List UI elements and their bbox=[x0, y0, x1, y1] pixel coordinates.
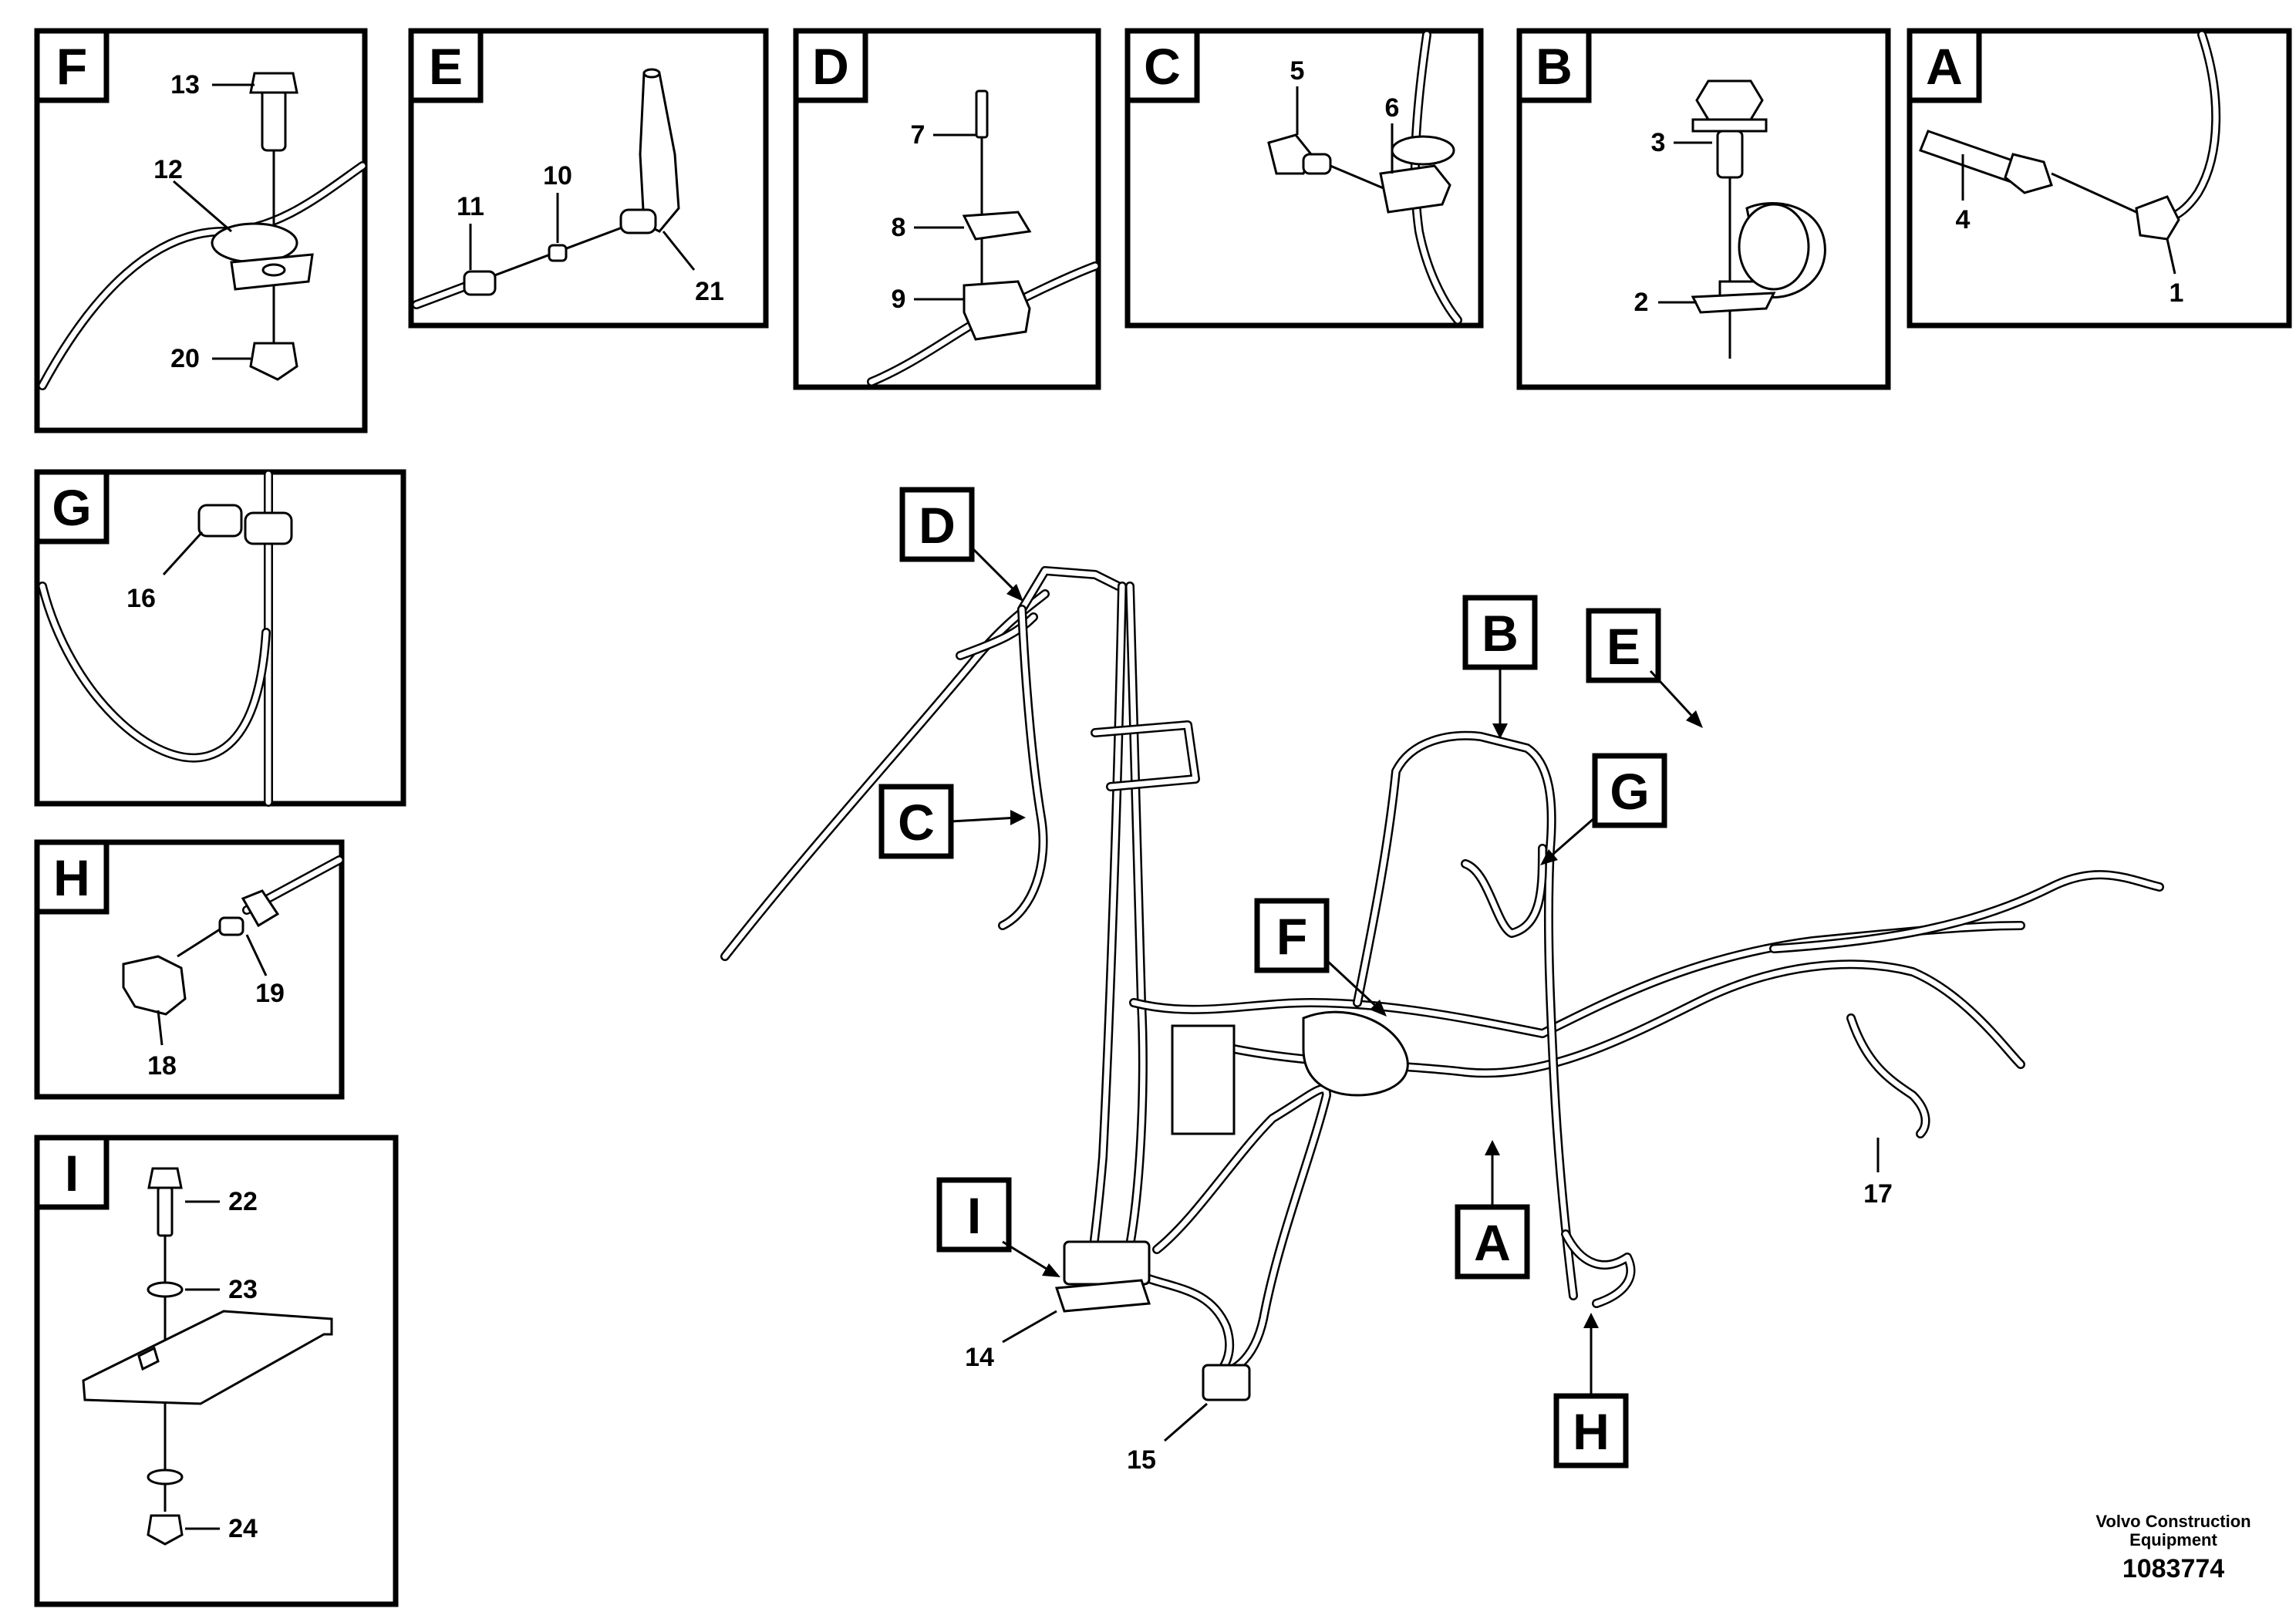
svg-text:G: G bbox=[1610, 763, 1649, 820]
panel-g-letter: G bbox=[52, 479, 91, 536]
detail-panel-b: B 3 2 bbox=[1516, 28, 1891, 390]
callout-g: G bbox=[1540, 753, 1667, 865]
part-13: 13 bbox=[170, 70, 200, 99]
svg-text:C: C bbox=[898, 794, 935, 851]
panel-e-letter: E bbox=[429, 38, 463, 95]
panel-f-letter: F bbox=[56, 38, 87, 95]
part-3: 3 bbox=[1651, 128, 1666, 157]
callout-d: D bbox=[899, 487, 1023, 602]
part-5: 5 bbox=[1290, 56, 1305, 86]
svg-text:E: E bbox=[1607, 618, 1640, 675]
callout-i: I bbox=[936, 1177, 1060, 1277]
part-11: 11 bbox=[457, 192, 484, 221]
part-1: 1 bbox=[2170, 278, 2184, 308]
svg-text:I: I bbox=[967, 1187, 981, 1244]
company-line-1: Volvo Construction bbox=[2095, 1512, 2250, 1531]
panel-b-letter: B bbox=[1536, 38, 1573, 95]
part-19: 19 bbox=[255, 979, 285, 1008]
panel-c-letter: C bbox=[1144, 38, 1181, 95]
callout-c: C bbox=[878, 784, 1026, 859]
detail-panel-d: D 7 8 9 bbox=[793, 28, 1101, 390]
main-part-labels: 14 15 17 bbox=[965, 1138, 1893, 1475]
part-14: 14 bbox=[965, 1343, 994, 1372]
svg-text:H: H bbox=[1573, 1403, 1610, 1460]
panel-h-letter: H bbox=[53, 849, 90, 906]
svg-text:F: F bbox=[1276, 908, 1307, 965]
panel-a-letter: A bbox=[1926, 38, 1963, 95]
callout-e: E bbox=[1586, 608, 1703, 728]
part-16: 16 bbox=[126, 584, 156, 613]
svg-text:A: A bbox=[1474, 1214, 1511, 1271]
detail-panel-g: G 16 bbox=[34, 469, 406, 807]
footer: Volvo Construction Equipment 1083774 bbox=[2095, 1512, 2250, 1583]
panel-i-letter: I bbox=[65, 1145, 79, 1202]
panel-d-letter: D bbox=[812, 38, 849, 95]
detail-panel-a: A 4 1 bbox=[1907, 28, 2292, 329]
detail-panel-i: I 22 23 24 bbox=[34, 1135, 399, 1607]
part-7: 7 bbox=[911, 120, 925, 150]
part-8: 8 bbox=[892, 213, 906, 242]
svg-text:D: D bbox=[919, 497, 956, 554]
part-12: 12 bbox=[153, 155, 183, 184]
detail-panel-e: E 11 10 21 bbox=[408, 28, 769, 329]
part-9: 9 bbox=[892, 285, 906, 314]
drawing-number: 1083774 bbox=[2122, 1554, 2224, 1583]
part-17: 17 bbox=[1863, 1179, 1893, 1209]
part-22: 22 bbox=[228, 1187, 258, 1216]
callout-h: H bbox=[1553, 1313, 1629, 1469]
detail-panel-f: F 13 12 20 bbox=[34, 28, 368, 433]
callout-b: B bbox=[1462, 595, 1538, 739]
part-4: 4 bbox=[1956, 205, 1971, 234]
part-18: 18 bbox=[147, 1051, 177, 1081]
part-15: 15 bbox=[1127, 1445, 1156, 1475]
callout-f: F bbox=[1254, 898, 1387, 1017]
part-2: 2 bbox=[1634, 288, 1649, 317]
part-23: 23 bbox=[228, 1275, 258, 1304]
svg-text:B: B bbox=[1482, 605, 1519, 662]
part-21: 21 bbox=[695, 277, 724, 306]
company-line-2: Equipment bbox=[2129, 1530, 2217, 1549]
part-24: 24 bbox=[228, 1514, 258, 1543]
part-10: 10 bbox=[543, 161, 572, 191]
main-hose-assembly bbox=[720, 566, 2164, 1401]
part-20: 20 bbox=[170, 344, 200, 373]
callout-a: A bbox=[1455, 1140, 1530, 1280]
part-6: 6 bbox=[1385, 93, 1400, 123]
detail-panel-c: C 5 6 bbox=[1124, 28, 1484, 329]
detail-panel-h: H 19 18 bbox=[34, 839, 345, 1100]
